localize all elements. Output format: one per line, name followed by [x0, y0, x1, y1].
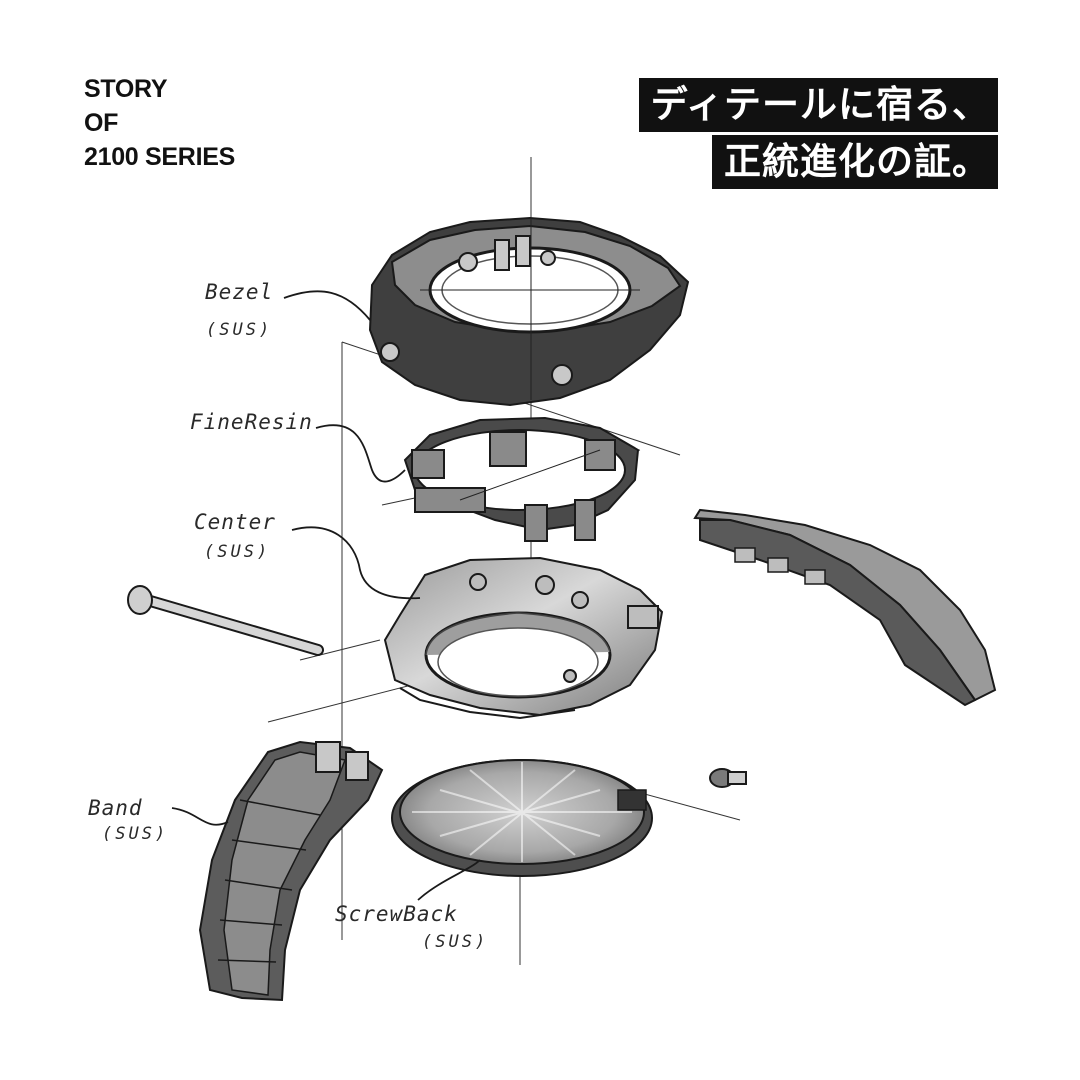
- center-label: Center: [194, 510, 276, 534]
- pin-drawing: [127, 585, 324, 656]
- screwback-label: ScrewBack: [335, 902, 458, 926]
- center-material-label: (SUS): [204, 542, 271, 562]
- band-drawing: [198, 740, 384, 1002]
- center-case-drawing: [383, 556, 664, 720]
- band-material-label: (SUS): [102, 824, 169, 844]
- leader-lines: [171, 290, 481, 901]
- screwback-drawing: [391, 759, 653, 877]
- fine-resin-label: FineResin: [190, 410, 313, 434]
- story-title-line: 2100 SERIES: [84, 143, 235, 171]
- screwback-material-label: (SUS): [422, 932, 489, 952]
- catchphrase: ディテールに宿る、 正統進化の証。: [638, 78, 998, 189]
- bezel-drawing: [368, 216, 690, 407]
- story-title-line: OF: [84, 109, 119, 137]
- story-title: STORY OF 2100 SERIES: [84, 72, 235, 174]
- catchphrase-line: ディテールに宿る、: [638, 78, 998, 132]
- band-label: Band: [88, 796, 143, 820]
- screw-drawing: [709, 768, 747, 788]
- fine-resin-drawing: [403, 416, 640, 542]
- catchphrase-line: 正統進化の証。: [712, 135, 998, 189]
- side-piece-drawing: [693, 508, 997, 707]
- bezel-label: Bezel: [205, 280, 274, 304]
- bezel-material-label: (SUS): [206, 320, 273, 340]
- story-title-line: STORY: [84, 75, 168, 103]
